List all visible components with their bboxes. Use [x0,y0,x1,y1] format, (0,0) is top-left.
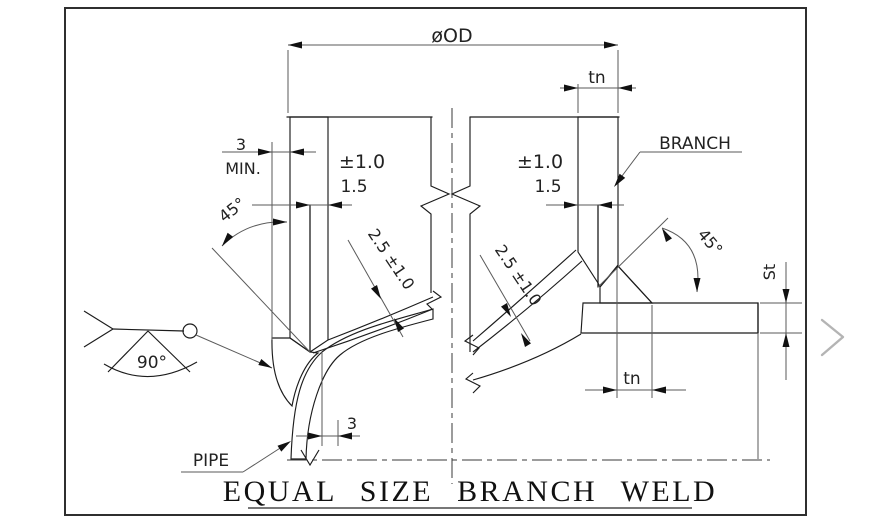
weld-bead-right [599,265,654,304]
st-label: St [760,264,779,280]
od-dimension-label: øOD [431,25,472,47]
run-pipe-wall [580,302,759,334]
branch-label: BRANCH [659,134,731,154]
next-chevron-icon[interactable] [820,318,845,357]
min-offset-value-label: 3 [236,135,246,154]
object-lines [286,116,759,467]
drawing-title: EQUAL SIZE BRANCH WELD [223,475,717,508]
pipe-wall-curved [290,308,434,460]
pipe-label: PIPE [193,451,229,471]
tn-top-label: tn [588,68,605,88]
weld-bead-left [271,337,320,408]
min-offset-suffix-label: MIN. [225,159,261,178]
root-gap-right-label: 2.5 ±1.0 [491,241,546,309]
weld-symbol-angle-label: 90° [137,353,167,373]
root-face-left-label: 1.5 [340,177,367,197]
root-face-right-label: 1.5 [534,177,561,197]
tolerance-left-label: ±1.0 [339,151,385,173]
tolerance-right-label: ±1.0 [517,151,563,173]
dimensions [181,41,802,473]
drawing-border [64,7,807,516]
bevel-angle-right-label: 45° [694,225,727,259]
bevel-angle-left-label: 45° [215,194,249,226]
weld-all-around-circle-icon [182,323,198,339]
root-opening-label: 3 [347,414,357,433]
tn-bottom-label: tn [623,369,640,389]
weld-symbol [83,310,273,378]
